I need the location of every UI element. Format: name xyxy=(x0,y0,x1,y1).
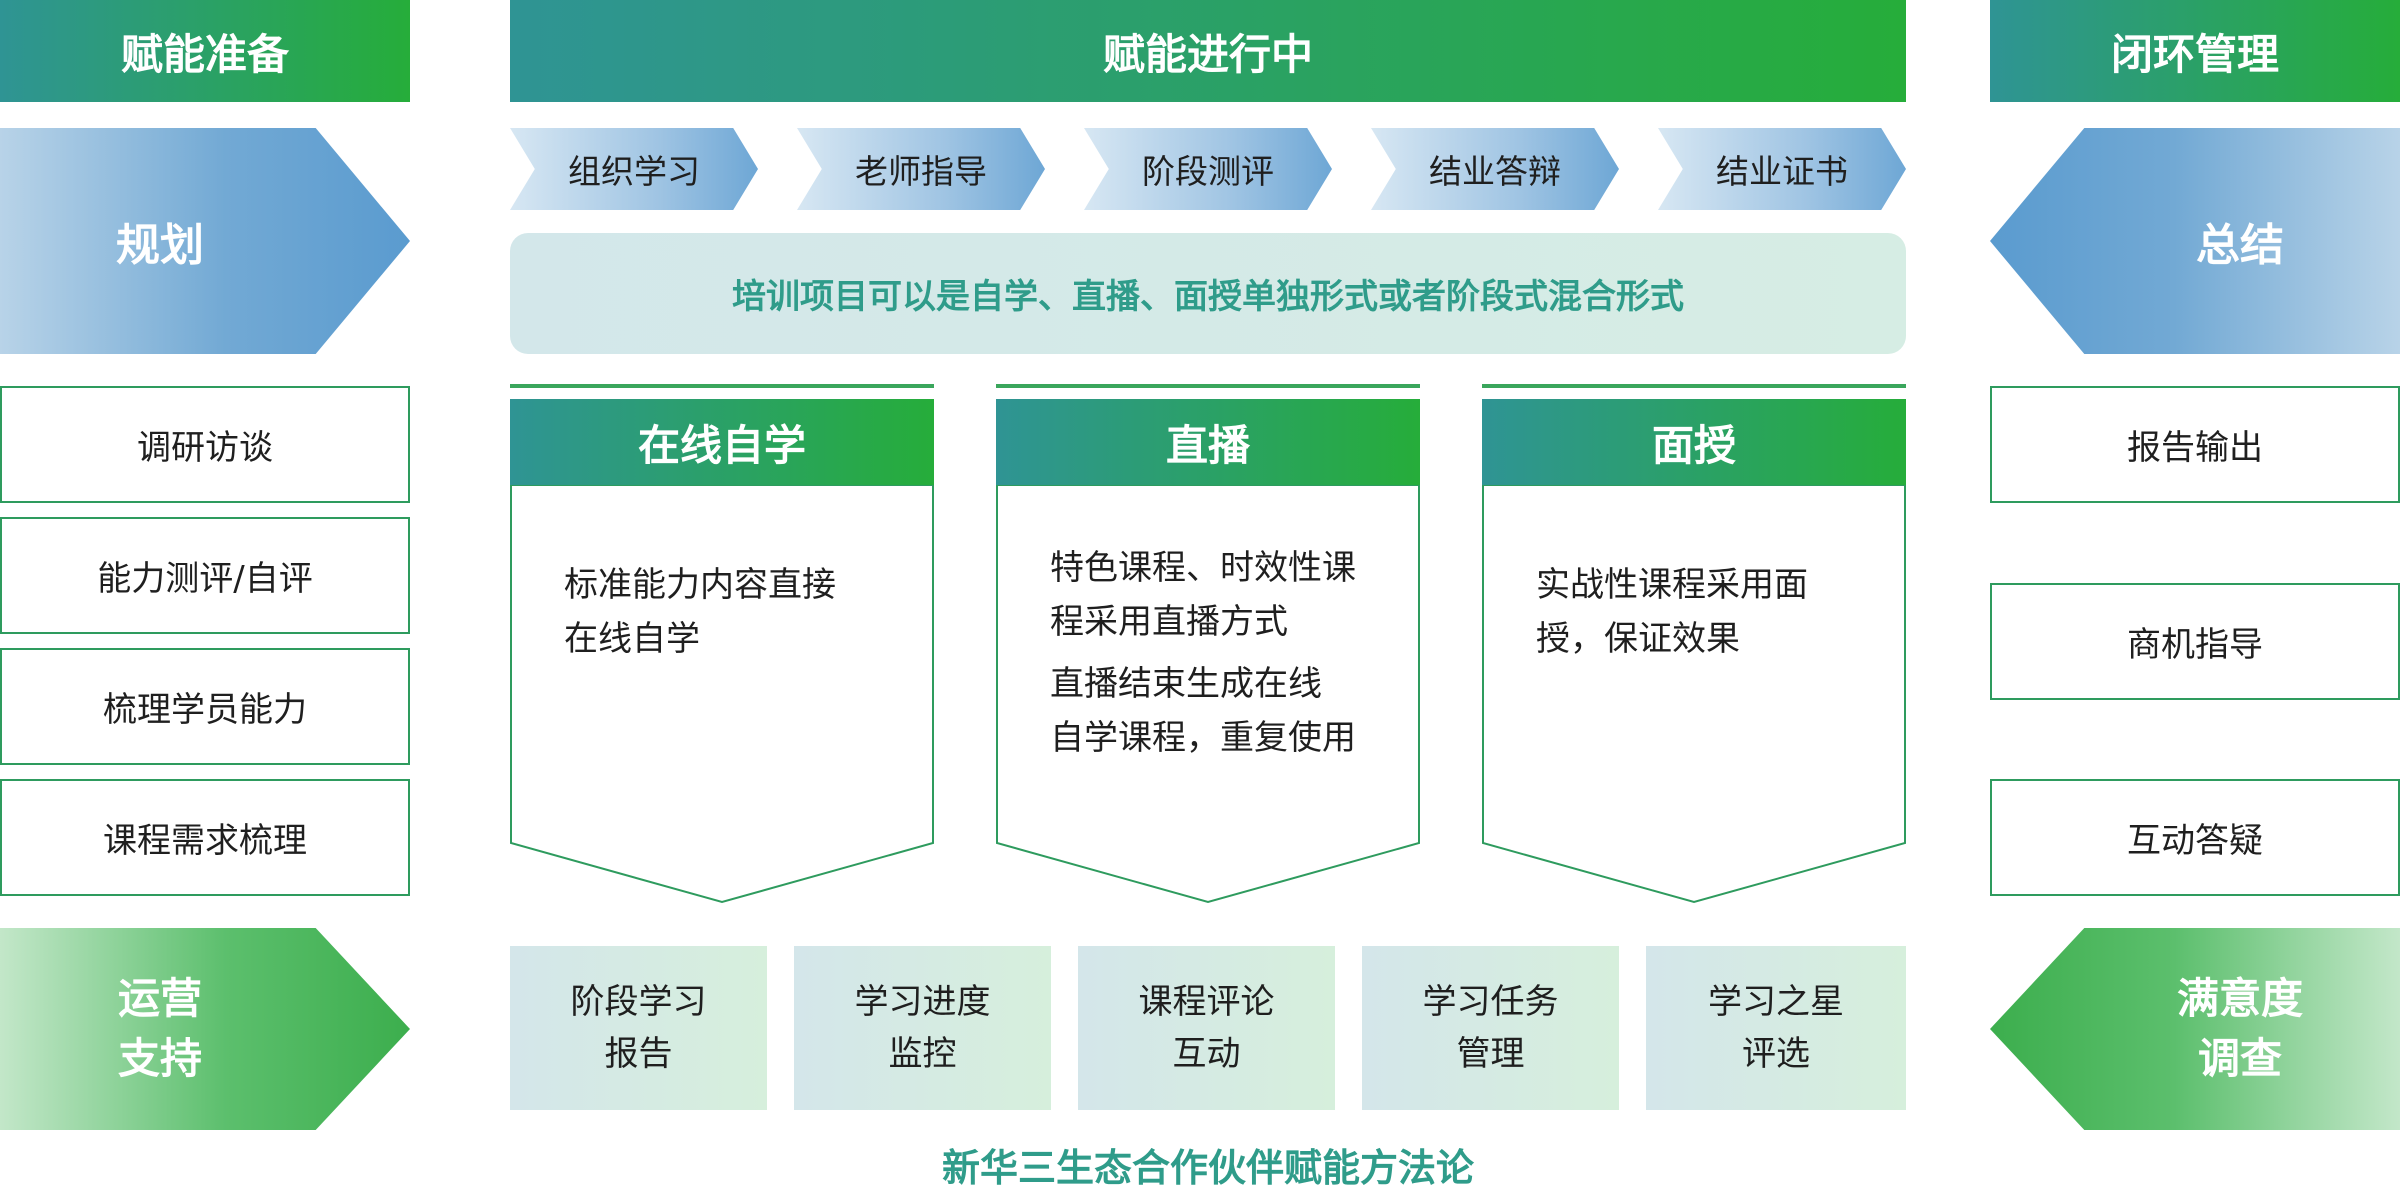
plan-chevron-label: 规划 xyxy=(116,220,204,271)
tile-learning-star: 学习之星 评选 xyxy=(1646,946,1906,1110)
mode-card-face-to-face: 面授 实战性课程采用面 授，保证效果 xyxy=(1482,384,1906,904)
mode-description: 实战性课程采用面 授，保证效果 xyxy=(1536,558,1876,666)
mode-description-line: 自学课程，重复使用 xyxy=(1050,718,1356,758)
ops-support-chevron: 运营 支持 xyxy=(0,928,410,1130)
training-format-banner: 培训项目可以是自学、直播、面授单独形式或者阶段式混合形式 xyxy=(510,233,1906,354)
tile-line: 阶段学习 xyxy=(570,982,707,1022)
step-graduation-defense: 结业答辩 xyxy=(1371,128,1619,210)
step-teacher-guidance: 老师指导 xyxy=(797,128,1045,210)
mode-card-live-broadcast: 直播 特色课程、时效性课 程采用直播方式 直播结束生成在线 自学课程，重复使用 xyxy=(996,384,1420,904)
mode-description-line: 在线自学 xyxy=(564,619,700,659)
mode-card-top-line xyxy=(996,384,1420,388)
header-closed-loop: 闭环管理 xyxy=(1990,0,2400,102)
mode-title: 在线自学 xyxy=(510,399,934,485)
methodology-title: 新华三生态合作伙伴赋能方法论 xyxy=(941,1145,1474,1190)
mode-title: 直播 xyxy=(996,399,1420,485)
summary-chevron-label: 总结 xyxy=(2196,220,2284,271)
mode-description-line: 程采用直播方式 xyxy=(1050,602,1288,642)
mode-description-line: 授，保证效果 xyxy=(1536,619,1740,659)
mode-description-line: 直播结束生成在线 xyxy=(1050,664,1322,704)
right-item-qa: 互动答疑 xyxy=(1990,779,2400,896)
right-item-opportunity-guidance: 商机指导 xyxy=(1990,583,2400,700)
tile-progress-monitoring: 学习进度 监控 xyxy=(794,946,1051,1110)
tile-line: 互动 xyxy=(1172,1034,1241,1074)
mode-description: 特色课程、时效性课 程采用直播方式 直播结束生成在线 自学课程，重复使用 xyxy=(1050,541,1395,765)
right-item-report-output: 报告输出 xyxy=(1990,386,2400,503)
step-organize-learning: 组织学习 xyxy=(510,128,758,210)
mode-description-line: 标准能力内容直接 xyxy=(564,565,836,605)
tile-task-management: 学习任务 管理 xyxy=(1362,946,1619,1110)
step-stage-assessment: 阶段测评 xyxy=(1084,128,1332,210)
mode-card-body: 实战性课程采用面 授，保证效果 xyxy=(1482,485,1906,904)
left-item-ability-assessment: 能力测评/自评 xyxy=(0,517,410,634)
mode-card-online-self-study: 在线自学 标准能力内容直接 在线自学 xyxy=(510,384,934,904)
mode-card-body: 特色课程、时效性课 程采用直播方式 直播结束生成在线 自学课程，重复使用 xyxy=(996,485,1420,904)
tile-line: 课程评论 xyxy=(1138,982,1275,1022)
header-enablement-prep: 赋能准备 xyxy=(0,0,410,102)
ops-support-line1: 运营 xyxy=(117,974,202,1023)
mode-card-body: 标准能力内容直接 在线自学 xyxy=(510,485,934,904)
header-enablement-in-progress: 赋能进行中 xyxy=(510,0,1906,102)
mode-description-line: 特色课程、时效性课 xyxy=(1050,548,1356,588)
mode-description: 标准能力内容直接 在线自学 xyxy=(564,558,904,666)
tile-course-comments: 课程评论 互动 xyxy=(1078,946,1335,1110)
mode-card-top-line xyxy=(1482,384,1906,388)
tile-line: 评选 xyxy=(1742,1034,1810,1074)
tile-line: 学习任务 xyxy=(1422,982,1559,1022)
satisfaction-survey-line2: 调查 xyxy=(2197,1034,2282,1083)
mode-title: 面授 xyxy=(1482,399,1906,485)
left-item-trainee-ability: 梳理学员能力 xyxy=(0,648,410,765)
left-item-course-needs: 课程需求梳理 xyxy=(0,779,410,896)
tile-stage-report: 阶段学习 报告 xyxy=(510,946,767,1110)
satisfaction-survey-chevron: 满意度 调查 xyxy=(1990,928,2400,1130)
mode-description-line: 实战性课程采用面 xyxy=(1536,565,1808,605)
mode-card-top-line xyxy=(510,384,934,388)
ops-support-line2: 支持 xyxy=(117,1034,202,1083)
tile-line: 学习之星 xyxy=(1708,982,1844,1022)
tile-line: 报告 xyxy=(604,1034,673,1074)
step-graduation-certificate: 结业证书 xyxy=(1658,128,1906,210)
satisfaction-survey-line1: 满意度 xyxy=(2176,974,2303,1023)
tile-line: 学习进度 xyxy=(854,982,991,1022)
tile-line: 管理 xyxy=(1456,1034,1525,1074)
summary-chevron: 总结 xyxy=(1990,128,2400,354)
plan-chevron: 规划 xyxy=(0,128,410,354)
left-item-research-interview: 调研访谈 xyxy=(0,386,410,503)
tile-line: 监控 xyxy=(888,1034,957,1074)
